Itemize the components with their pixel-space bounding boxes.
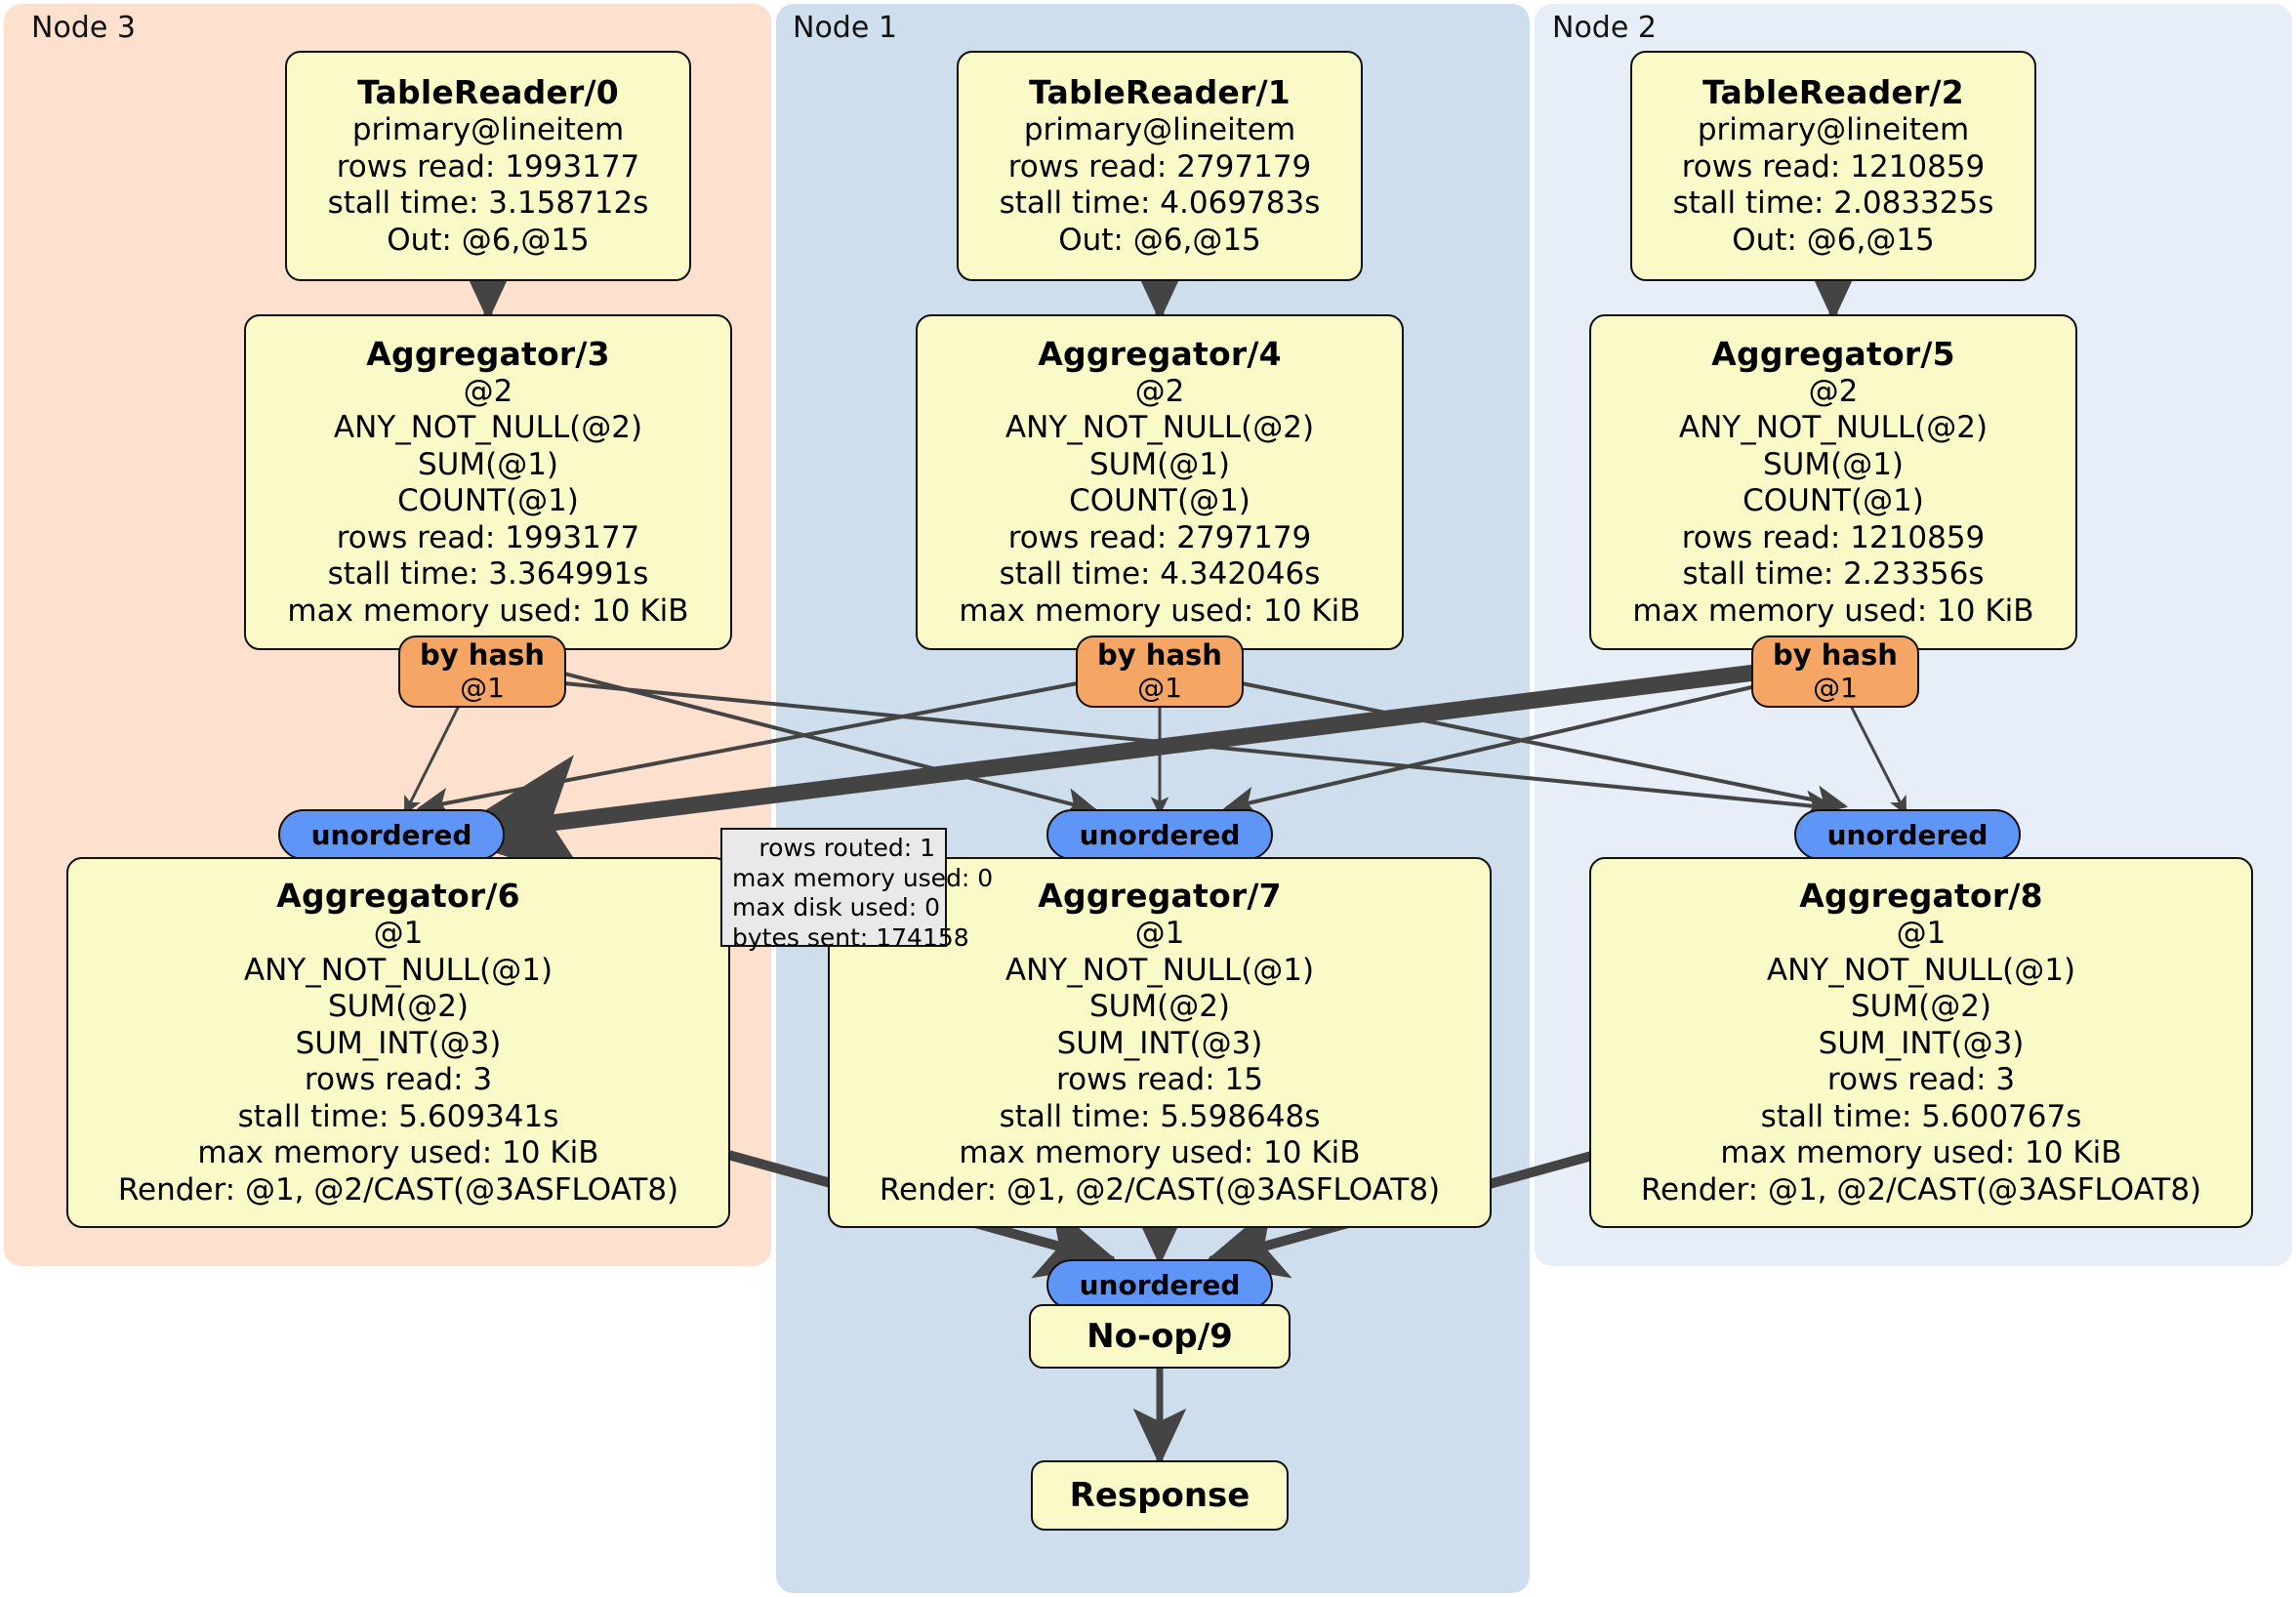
stream-unordered-final[interactable]: unordered — [1046, 1259, 1273, 1310]
operator-detail-agg-1: ANY_NOT_NULL(@1) — [243, 952, 554, 988]
operator-title: Aggregator/7 — [1038, 876, 1282, 915]
hash-router-column: @1 — [1137, 671, 1182, 704]
operator-detail-max-memory: max memory used: 10 KiB — [1632, 593, 2034, 629]
operator-detail-agg-1: ANY_NOT_NULL(@1) — [1766, 952, 2076, 988]
operator-detail-index: primary@lineitem — [351, 112, 625, 148]
operator-detail-agg-2: SUM(@1) — [417, 446, 559, 482]
operator-title: Aggregator/5 — [1711, 334, 1955, 373]
operator-detail-stall-time: stall time: 2.23356s — [1682, 556, 1985, 593]
operator-detail-group-by: @1 — [1896, 916, 1947, 952]
cluster-label-node1: Node 1 — [793, 11, 897, 45]
operator-title: TableReader/0 — [357, 72, 619, 111]
hash-router-label: by hash — [1773, 638, 1898, 673]
operator-detail-out: Out: @6,@15 — [1058, 222, 1261, 258]
operator-detail-rows-read: rows read: 1993177 — [336, 148, 640, 184]
operator-detail-agg-3: SUM_INT(@3) — [1818, 1025, 2025, 1061]
hash-router-column: @1 — [460, 671, 505, 704]
operator-detail-rows-read: rows read: 1993177 — [336, 519, 640, 555]
stat-max-memory-used: max memory used: 0 — [732, 863, 994, 892]
operator-detail-agg-2: SUM(@2) — [1088, 989, 1231, 1025]
operator-title: Aggregator/6 — [276, 876, 520, 915]
operator-detail-rows-read: rows read: 15 — [1056, 1062, 1263, 1098]
operator-detail-out: Out: @6,@15 — [387, 222, 590, 258]
operator-table-reader-0[interactable]: TableReader/0 primary@lineitem rows read… — [285, 51, 691, 281]
operator-detail-stall-time: stall time: 4.069783s — [999, 185, 1321, 222]
operator-detail-render: Render: @1, @2/CAST(@3ASFLOAT8) — [879, 1171, 1441, 1208]
operator-detail-group-by: @2 — [1134, 373, 1185, 409]
operator-detail-rows-read: rows read: 2797179 — [1007, 148, 1312, 184]
operator-aggregator-3[interactable]: Aggregator/3 @2 ANY_NOT_NULL(@2) SUM(@1)… — [244, 314, 732, 650]
operator-aggregator-4[interactable]: Aggregator/4 @2 ANY_NOT_NULL(@2) SUM(@1)… — [916, 314, 1404, 650]
operator-title: TableReader/2 — [1702, 72, 1964, 111]
operator-detail-max-memory: max memory used: 10 KiB — [959, 593, 1361, 629]
operator-detail-max-memory: max memory used: 10 KiB — [1720, 1135, 2122, 1171]
operator-detail-stall-time: stall time: 5.609341s — [237, 1098, 559, 1134]
operator-aggregator-5[interactable]: Aggregator/5 @2 ANY_NOT_NULL(@2) SUM(@1)… — [1589, 314, 2077, 650]
stream-unordered-node1[interactable]: unordered — [1046, 809, 1273, 860]
operator-detail-group-by: @1 — [1134, 916, 1185, 952]
operator-title: Aggregator/8 — [1799, 876, 2043, 915]
hash-router-node2[interactable]: by hash @1 — [1751, 635, 1919, 708]
operator-detail-agg-2: SUM(@2) — [1850, 989, 1992, 1025]
operator-detail-agg-2: SUM(@1) — [1088, 446, 1231, 482]
cluster-label-node2: Node 2 — [1552, 11, 1657, 45]
stream-unordered-node2[interactable]: unordered — [1794, 809, 2021, 860]
hash-router-label: by hash — [1097, 638, 1222, 673]
cluster-label-node3: Node 3 — [31, 11, 136, 45]
operator-detail-out: Out: @6,@15 — [1732, 222, 1935, 258]
operator-title: Aggregator/4 — [1038, 334, 1282, 373]
operator-detail-agg-2: SUM(@1) — [1762, 446, 1905, 482]
operator-title: TableReader/1 — [1029, 72, 1291, 111]
operator-detail-stall-time: stall time: 4.342046s — [999, 556, 1321, 593]
operator-detail-group-by: @1 — [373, 916, 424, 952]
operator-detail-group-by: @2 — [463, 373, 513, 409]
operator-detail-index: primary@lineitem — [1697, 112, 1970, 148]
hash-router-column: @1 — [1813, 671, 1858, 704]
operator-detail-rows-read: rows read: 3 — [1826, 1062, 2016, 1098]
operator-detail-max-memory: max memory used: 10 KiB — [959, 1135, 1361, 1171]
operator-detail-group-by: @2 — [1808, 373, 1859, 409]
operator-detail-agg-2: SUM(@2) — [327, 989, 470, 1025]
hash-router-label: by hash — [420, 638, 545, 673]
operator-detail-agg-3: COUNT(@1) — [1742, 483, 1924, 519]
operator-aggregator-6[interactable]: Aggregator/6 @1 ANY_NOT_NULL(@1) SUM(@2)… — [66, 857, 730, 1228]
hash-router-node3[interactable]: by hash @1 — [398, 635, 566, 708]
operator-detail-render: Render: @1, @2/CAST(@3ASFLOAT8) — [1640, 1171, 2202, 1208]
stat-rows-routed: rows routed: 1 — [758, 834, 935, 862]
operator-detail-agg-1: ANY_NOT_NULL(@1) — [1004, 952, 1315, 988]
operator-table-reader-2[interactable]: TableReader/2 primary@lineitem rows read… — [1630, 51, 2036, 281]
stat-bytes-sent: bytes sent: 174158 — [732, 922, 969, 952]
operator-detail-agg-3: COUNT(@1) — [397, 483, 579, 519]
operator-detail-index: primary@lineitem — [1023, 112, 1296, 148]
operator-detail-max-memory: max memory used: 10 KiB — [197, 1135, 599, 1171]
operator-detail-stall-time: stall time: 5.598648s — [999, 1098, 1321, 1134]
operator-detail-rows-read: rows read: 1210859 — [1681, 148, 1986, 184]
operator-detail-agg-3: SUM_INT(@3) — [295, 1025, 502, 1061]
edge-stats-tooltip: rows routed: 1 max memory used: 0 max di… — [720, 828, 994, 952]
stream-unordered-node3[interactable]: unordered — [278, 809, 505, 860]
operator-table-reader-1[interactable]: TableReader/1 primary@lineitem rows read… — [957, 51, 1363, 281]
operator-response[interactable]: Response — [1031, 1460, 1289, 1531]
hash-router-node1[interactable]: by hash @1 — [1076, 635, 1244, 708]
operator-detail-rows-read: rows read: 3 — [304, 1062, 493, 1098]
operator-aggregator-8[interactable]: Aggregator/8 @1 ANY_NOT_NULL(@1) SUM(@2)… — [1589, 857, 2253, 1228]
operator-detail-stall-time: stall time: 2.083325s — [1672, 185, 1994, 222]
operator-detail-agg-1: ANY_NOT_NULL(@2) — [1678, 410, 1988, 446]
operator-detail-rows-read: rows read: 2797179 — [1007, 519, 1312, 555]
operator-detail-agg-1: ANY_NOT_NULL(@2) — [1004, 410, 1315, 446]
stat-max-disk-used: max disk used: 0 — [732, 893, 941, 921]
operator-detail-stall-time: stall time: 3.364991s — [327, 556, 649, 593]
operator-detail-agg-3: SUM_INT(@3) — [1056, 1025, 1263, 1061]
operator-detail-agg-1: ANY_NOT_NULL(@2) — [333, 410, 643, 446]
operator-detail-agg-3: COUNT(@1) — [1069, 483, 1250, 519]
operator-title: Aggregator/3 — [366, 334, 610, 373]
operator-detail-render: Render: @1, @2/CAST(@3ASFLOAT8) — [117, 1171, 679, 1208]
operator-detail-rows-read: rows read: 1210859 — [1681, 519, 1986, 555]
operator-no-op-9[interactable]: No-op/9 — [1029, 1304, 1291, 1369]
operator-detail-stall-time: stall time: 5.600767s — [1760, 1098, 2082, 1134]
operator-detail-max-memory: max memory used: 10 KiB — [287, 593, 689, 629]
operator-detail-stall-time: stall time: 3.158712s — [327, 185, 649, 222]
